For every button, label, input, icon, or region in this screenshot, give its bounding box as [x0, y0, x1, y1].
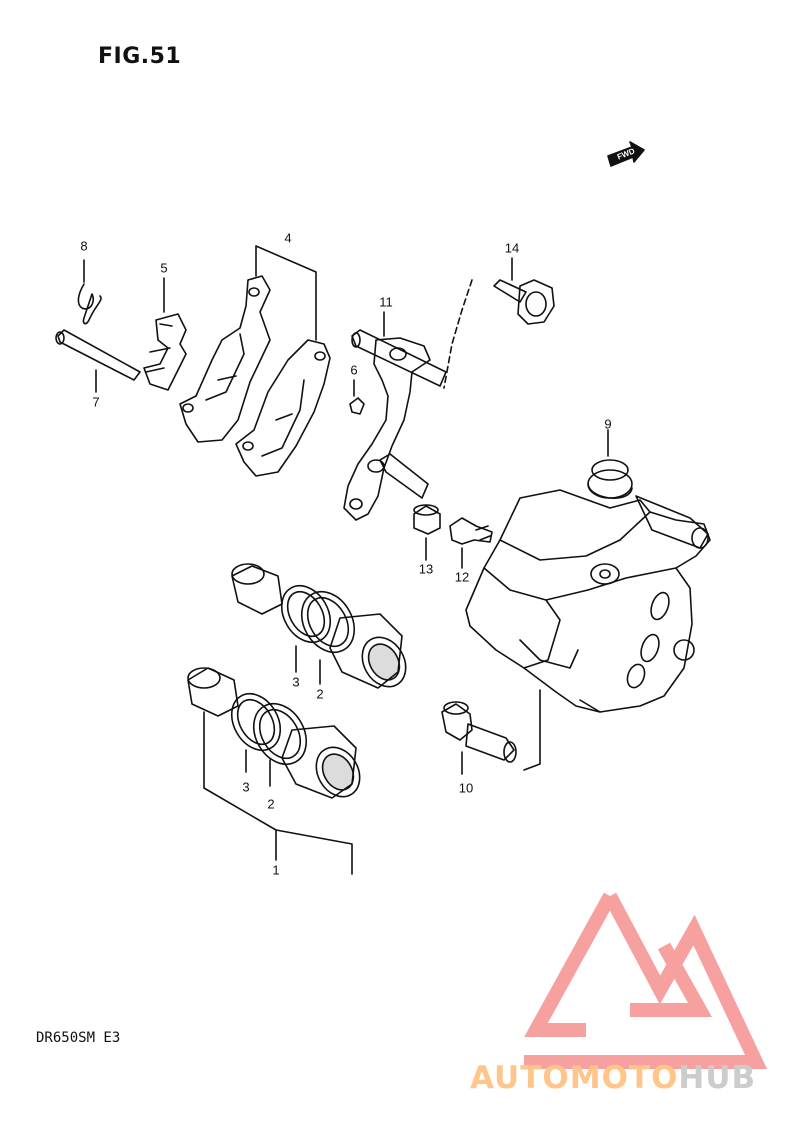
part-4-pads: [179, 245, 331, 477]
forward-arrow-icon: [607, 141, 645, 167]
callout-9: 9: [604, 416, 612, 432]
figure-title: FIG.51: [98, 44, 182, 69]
part-10-pin: [441, 689, 541, 775]
callout-3-lower: 3: [242, 779, 250, 795]
model-code: DR650SM E3: [36, 1030, 121, 1046]
part-8-clip: [77, 259, 102, 325]
callout-10: 10: [458, 780, 474, 796]
part-13-cap: [413, 504, 441, 561]
part-12-bleeder: [449, 517, 493, 569]
callout-7: 7: [92, 394, 100, 410]
watermark-part2: MOTO: [569, 1060, 679, 1096]
callout-2-lower: 2: [267, 796, 275, 812]
callout-4: 4: [284, 230, 292, 246]
part-5-spring: [143, 277, 187, 391]
callout-2-upper: 2: [316, 686, 324, 702]
callout-1: 1: [272, 862, 280, 878]
part-11-bracket: [343, 311, 447, 521]
upper-piston-kit: [231, 563, 407, 689]
callout-11: 11: [379, 294, 393, 310]
part-9-boot: [587, 429, 633, 499]
callout-13: 13: [418, 561, 434, 577]
callout-12: 12: [454, 569, 470, 585]
watermark-logo: [524, 892, 768, 1069]
callout-5: 5: [160, 260, 168, 276]
callout-6: 6: [350, 362, 358, 378]
part-6-clip: [349, 379, 365, 415]
callout-3-upper: 3: [292, 674, 300, 690]
part-7-pin: [55, 329, 141, 393]
callout-8: 8: [80, 238, 88, 254]
watermark-text: AUTOMOTOHUB: [470, 1060, 756, 1096]
callout-14: 14: [504, 240, 520, 256]
part-1-bracket: [203, 711, 353, 875]
lower-piston-kit: [187, 667, 361, 799]
watermark-part3: HUB: [678, 1060, 757, 1096]
part-14-bolt: [443, 257, 555, 389]
watermark-part1: AUTO: [470, 1060, 570, 1096]
caliper-body: [465, 489, 711, 713]
